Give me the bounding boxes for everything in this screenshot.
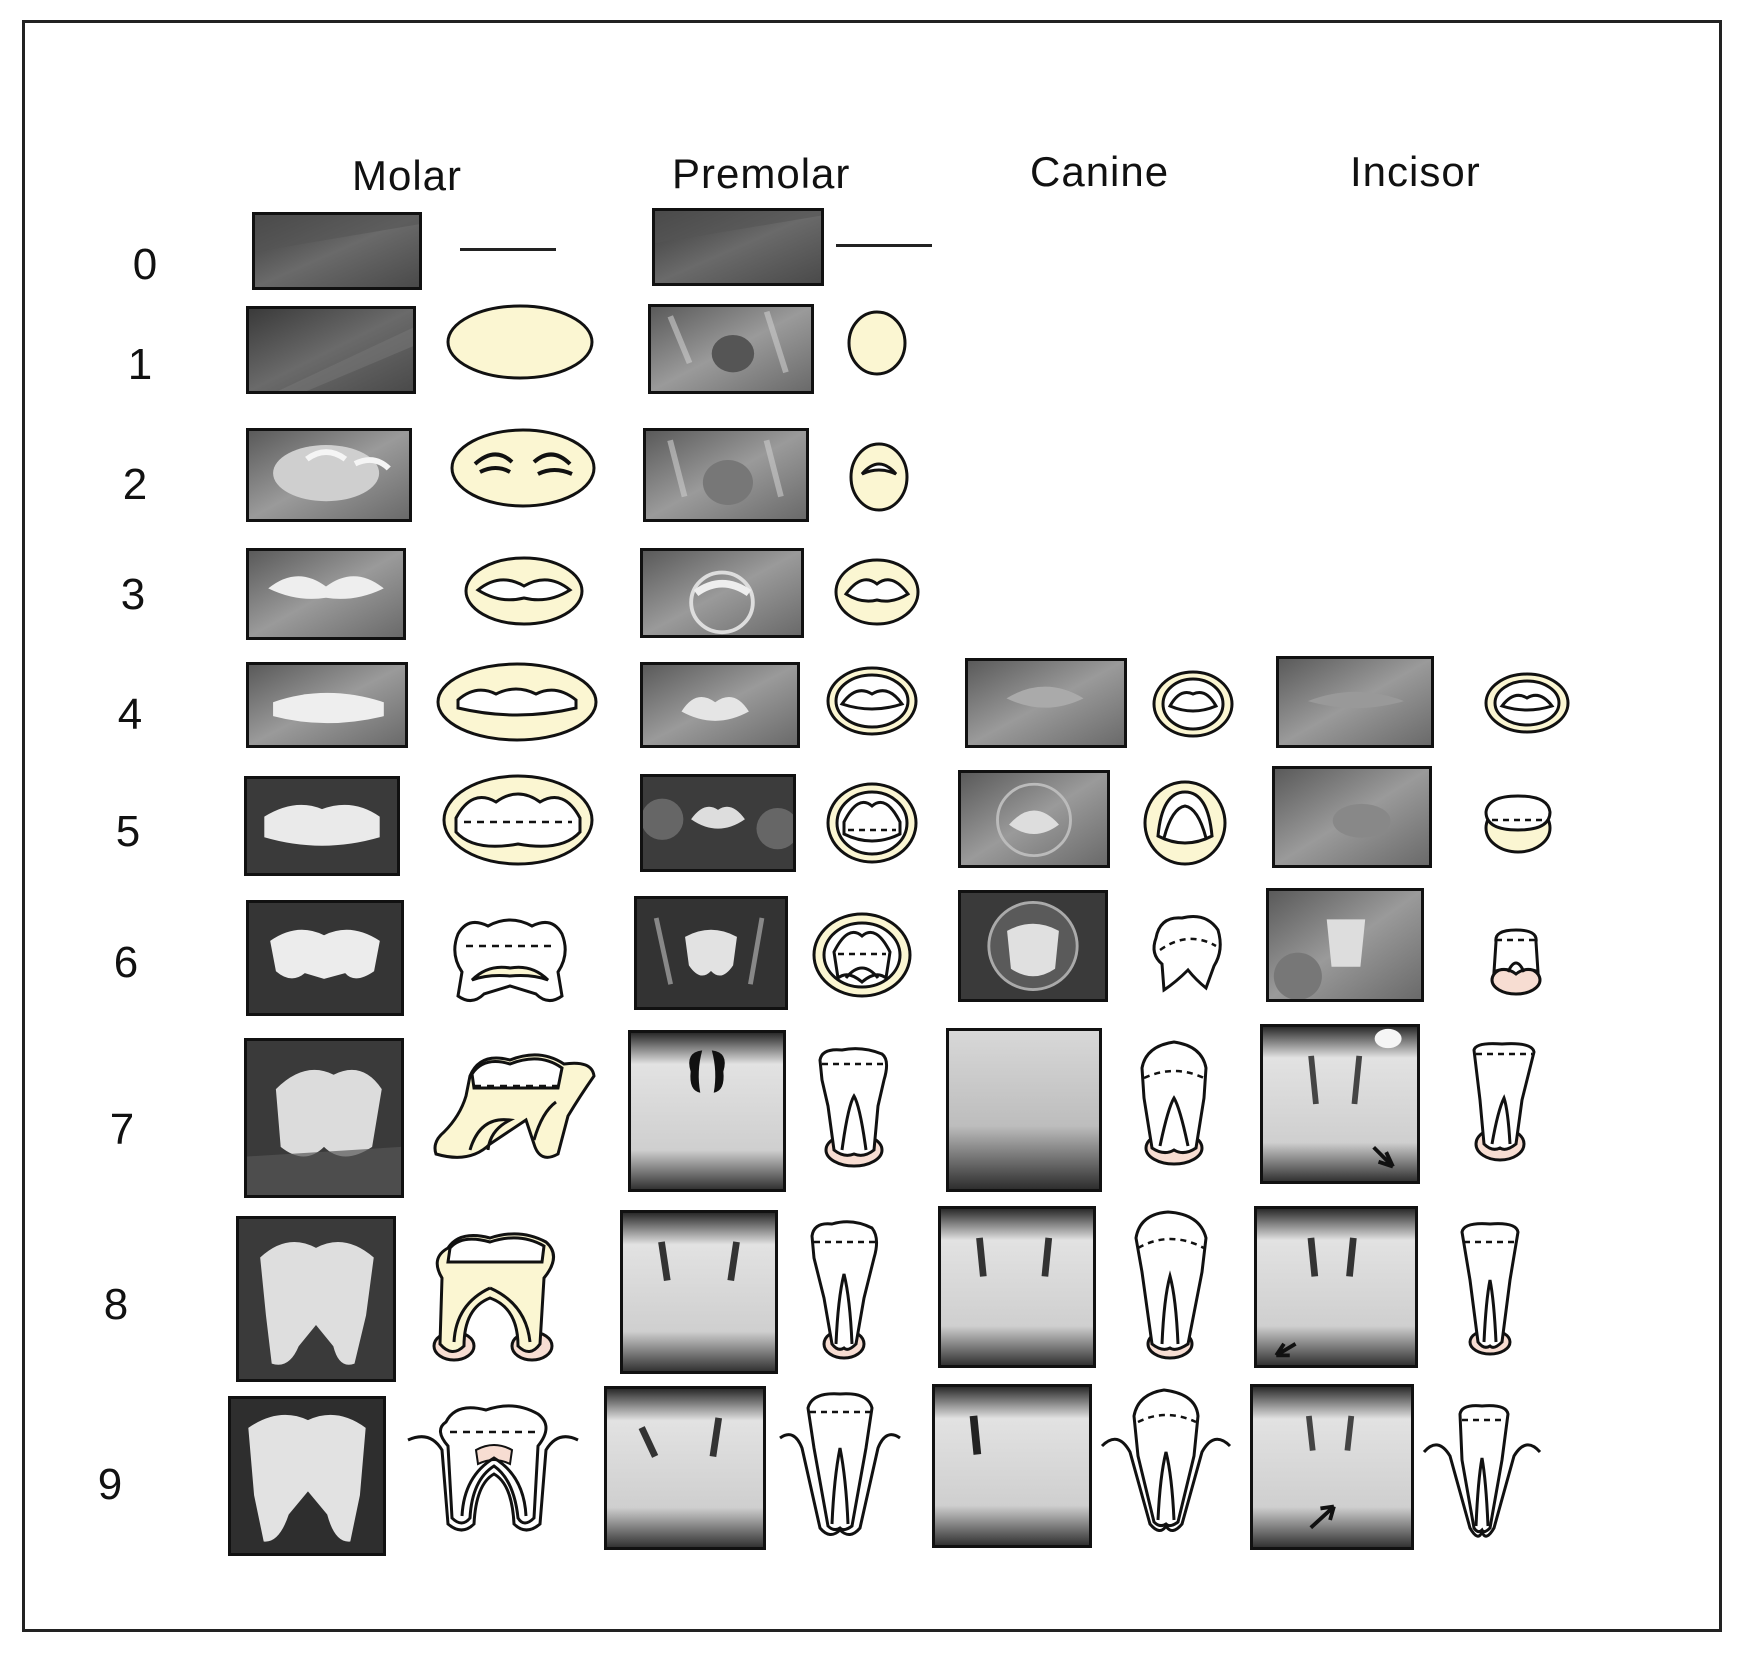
radiograph-incisor-stage-7 bbox=[1260, 1024, 1420, 1184]
radiograph-canine-stage-7 bbox=[946, 1028, 1102, 1192]
header-molar: Molar bbox=[352, 152, 462, 200]
radiograph-incisor-stage-4 bbox=[1276, 656, 1434, 748]
tooth-outline-icon-incisor-stage-8 bbox=[1454, 1220, 1526, 1356]
tooth-outline-icon-canine-stage-4 bbox=[1152, 670, 1234, 738]
stage-label-0: 0 bbox=[115, 240, 175, 290]
tooth-outline-icon-incisor-stage-7 bbox=[1466, 1040, 1542, 1162]
stage-label-9: 9 bbox=[80, 1460, 140, 1510]
tooth-outline-icon-molar-stage-1 bbox=[446, 304, 594, 380]
stage-label-8: 8 bbox=[86, 1280, 146, 1330]
tooth-outline-icon-premolar-stage-1 bbox=[846, 310, 908, 376]
radiograph-canine-stage-6 bbox=[958, 890, 1108, 1002]
tooth-outline-icon-incisor-stage-5 bbox=[1478, 790, 1558, 854]
tooth-outline-icon-molar-stage-6 bbox=[448, 914, 572, 1006]
radiograph-premolar-stage-2 bbox=[643, 428, 809, 522]
radiograph-canine-stage-5 bbox=[958, 770, 1110, 868]
tooth-outline-icon-molar-stage-2 bbox=[450, 428, 596, 508]
stage-label-6: 6 bbox=[96, 938, 156, 988]
tooth-outline-icon-molar-stage-8 bbox=[420, 1228, 562, 1362]
tooth-outline-icon-molar-stage-3 bbox=[464, 556, 584, 626]
tooth-outline-icon-premolar-stage-8 bbox=[804, 1218, 882, 1360]
radiograph-premolar-stage-1 bbox=[648, 304, 814, 394]
radiograph-molar-stage-5 bbox=[244, 776, 400, 876]
stage-label-4: 4 bbox=[100, 690, 160, 740]
tooth-outline-icon-incisor-stage-9 bbox=[1422, 1400, 1542, 1542]
tooth-outline-icon-molar-stage-9 bbox=[406, 1400, 580, 1536]
stage-label-2: 2 bbox=[105, 460, 165, 510]
tooth-outline-icon-canine-stage-6 bbox=[1148, 910, 1226, 994]
radiograph-molar-stage-3 bbox=[246, 548, 406, 640]
radiograph-incisor-stage-5 bbox=[1272, 766, 1432, 868]
radiograph-molar-stage-6 bbox=[246, 900, 404, 1016]
radiograph-premolar-stage-5 bbox=[640, 774, 796, 872]
stage-label-3: 3 bbox=[103, 570, 163, 620]
radiograph-incisor-stage-8 bbox=[1254, 1206, 1418, 1368]
tooth-outline-icon-canine-stage-5 bbox=[1142, 780, 1228, 866]
radiograph-premolar-stage-6 bbox=[634, 896, 788, 1010]
radiograph-premolar-stage-9 bbox=[604, 1386, 766, 1550]
tooth-outline-icon-premolar-stage-4 bbox=[826, 666, 918, 736]
tooth-outline-icon-premolar-stage-2 bbox=[848, 442, 910, 512]
tooth-outline-icon-incisor-stage-6 bbox=[1484, 924, 1548, 996]
radiograph-molar-stage-8 bbox=[236, 1216, 396, 1382]
radiograph-premolar-stage-8 bbox=[620, 1210, 778, 1374]
radiograph-molar-stage-0 bbox=[252, 212, 422, 290]
tooth-outline-icon-premolar-stage-5 bbox=[826, 782, 918, 864]
tooth-outline-icon-premolar-stage-3 bbox=[834, 558, 920, 626]
tooth-outline-icon-incisor-stage-4 bbox=[1484, 672, 1570, 734]
tooth-outline-icon-canine-stage-9 bbox=[1100, 1386, 1232, 1536]
tooth-outline-icon-premolar-stage-7 bbox=[812, 1046, 894, 1168]
radiograph-canine-stage-8 bbox=[938, 1206, 1096, 1368]
dash-premolar-stage-0 bbox=[836, 244, 932, 247]
tooth-outline-icon-canine-stage-8 bbox=[1128, 1208, 1214, 1360]
stage-label-7: 7 bbox=[92, 1105, 152, 1155]
radiograph-molar-stage-7 bbox=[244, 1038, 404, 1198]
header-incisor: Incisor bbox=[1350, 148, 1481, 196]
tooth-outline-icon-canine-stage-7 bbox=[1132, 1038, 1216, 1166]
radiograph-molar-stage-1 bbox=[246, 306, 416, 394]
radiograph-premolar-stage-0 bbox=[652, 208, 824, 286]
tooth-outline-icon-molar-stage-5 bbox=[442, 774, 594, 866]
radiograph-premolar-stage-7 bbox=[628, 1030, 786, 1192]
tooth-outline-icon-molar-stage-4 bbox=[436, 662, 598, 742]
header-premolar: Premolar bbox=[672, 150, 850, 198]
radiograph-molar-stage-2 bbox=[246, 428, 412, 522]
radiograph-canine-stage-9 bbox=[932, 1384, 1092, 1548]
radiograph-molar-stage-4 bbox=[246, 662, 408, 748]
stage-label-5: 5 bbox=[98, 807, 158, 857]
radiograph-premolar-stage-4 bbox=[640, 662, 800, 748]
radiograph-premolar-stage-3 bbox=[640, 548, 804, 638]
radiograph-canine-stage-4 bbox=[965, 658, 1127, 748]
tooth-outline-icon-premolar-stage-9 bbox=[778, 1388, 902, 1540]
header-canine: Canine bbox=[1030, 148, 1169, 196]
dash-molar-stage-0 bbox=[460, 248, 556, 251]
stage-label-1: 1 bbox=[110, 340, 170, 390]
radiograph-incisor-stage-9 bbox=[1250, 1384, 1414, 1550]
tooth-outline-icon-premolar-stage-6 bbox=[812, 912, 912, 998]
tooth-outline-icon-molar-stage-7 bbox=[430, 1046, 598, 1164]
radiograph-molar-stage-9 bbox=[228, 1396, 386, 1556]
radiograph-incisor-stage-6 bbox=[1266, 888, 1424, 1002]
